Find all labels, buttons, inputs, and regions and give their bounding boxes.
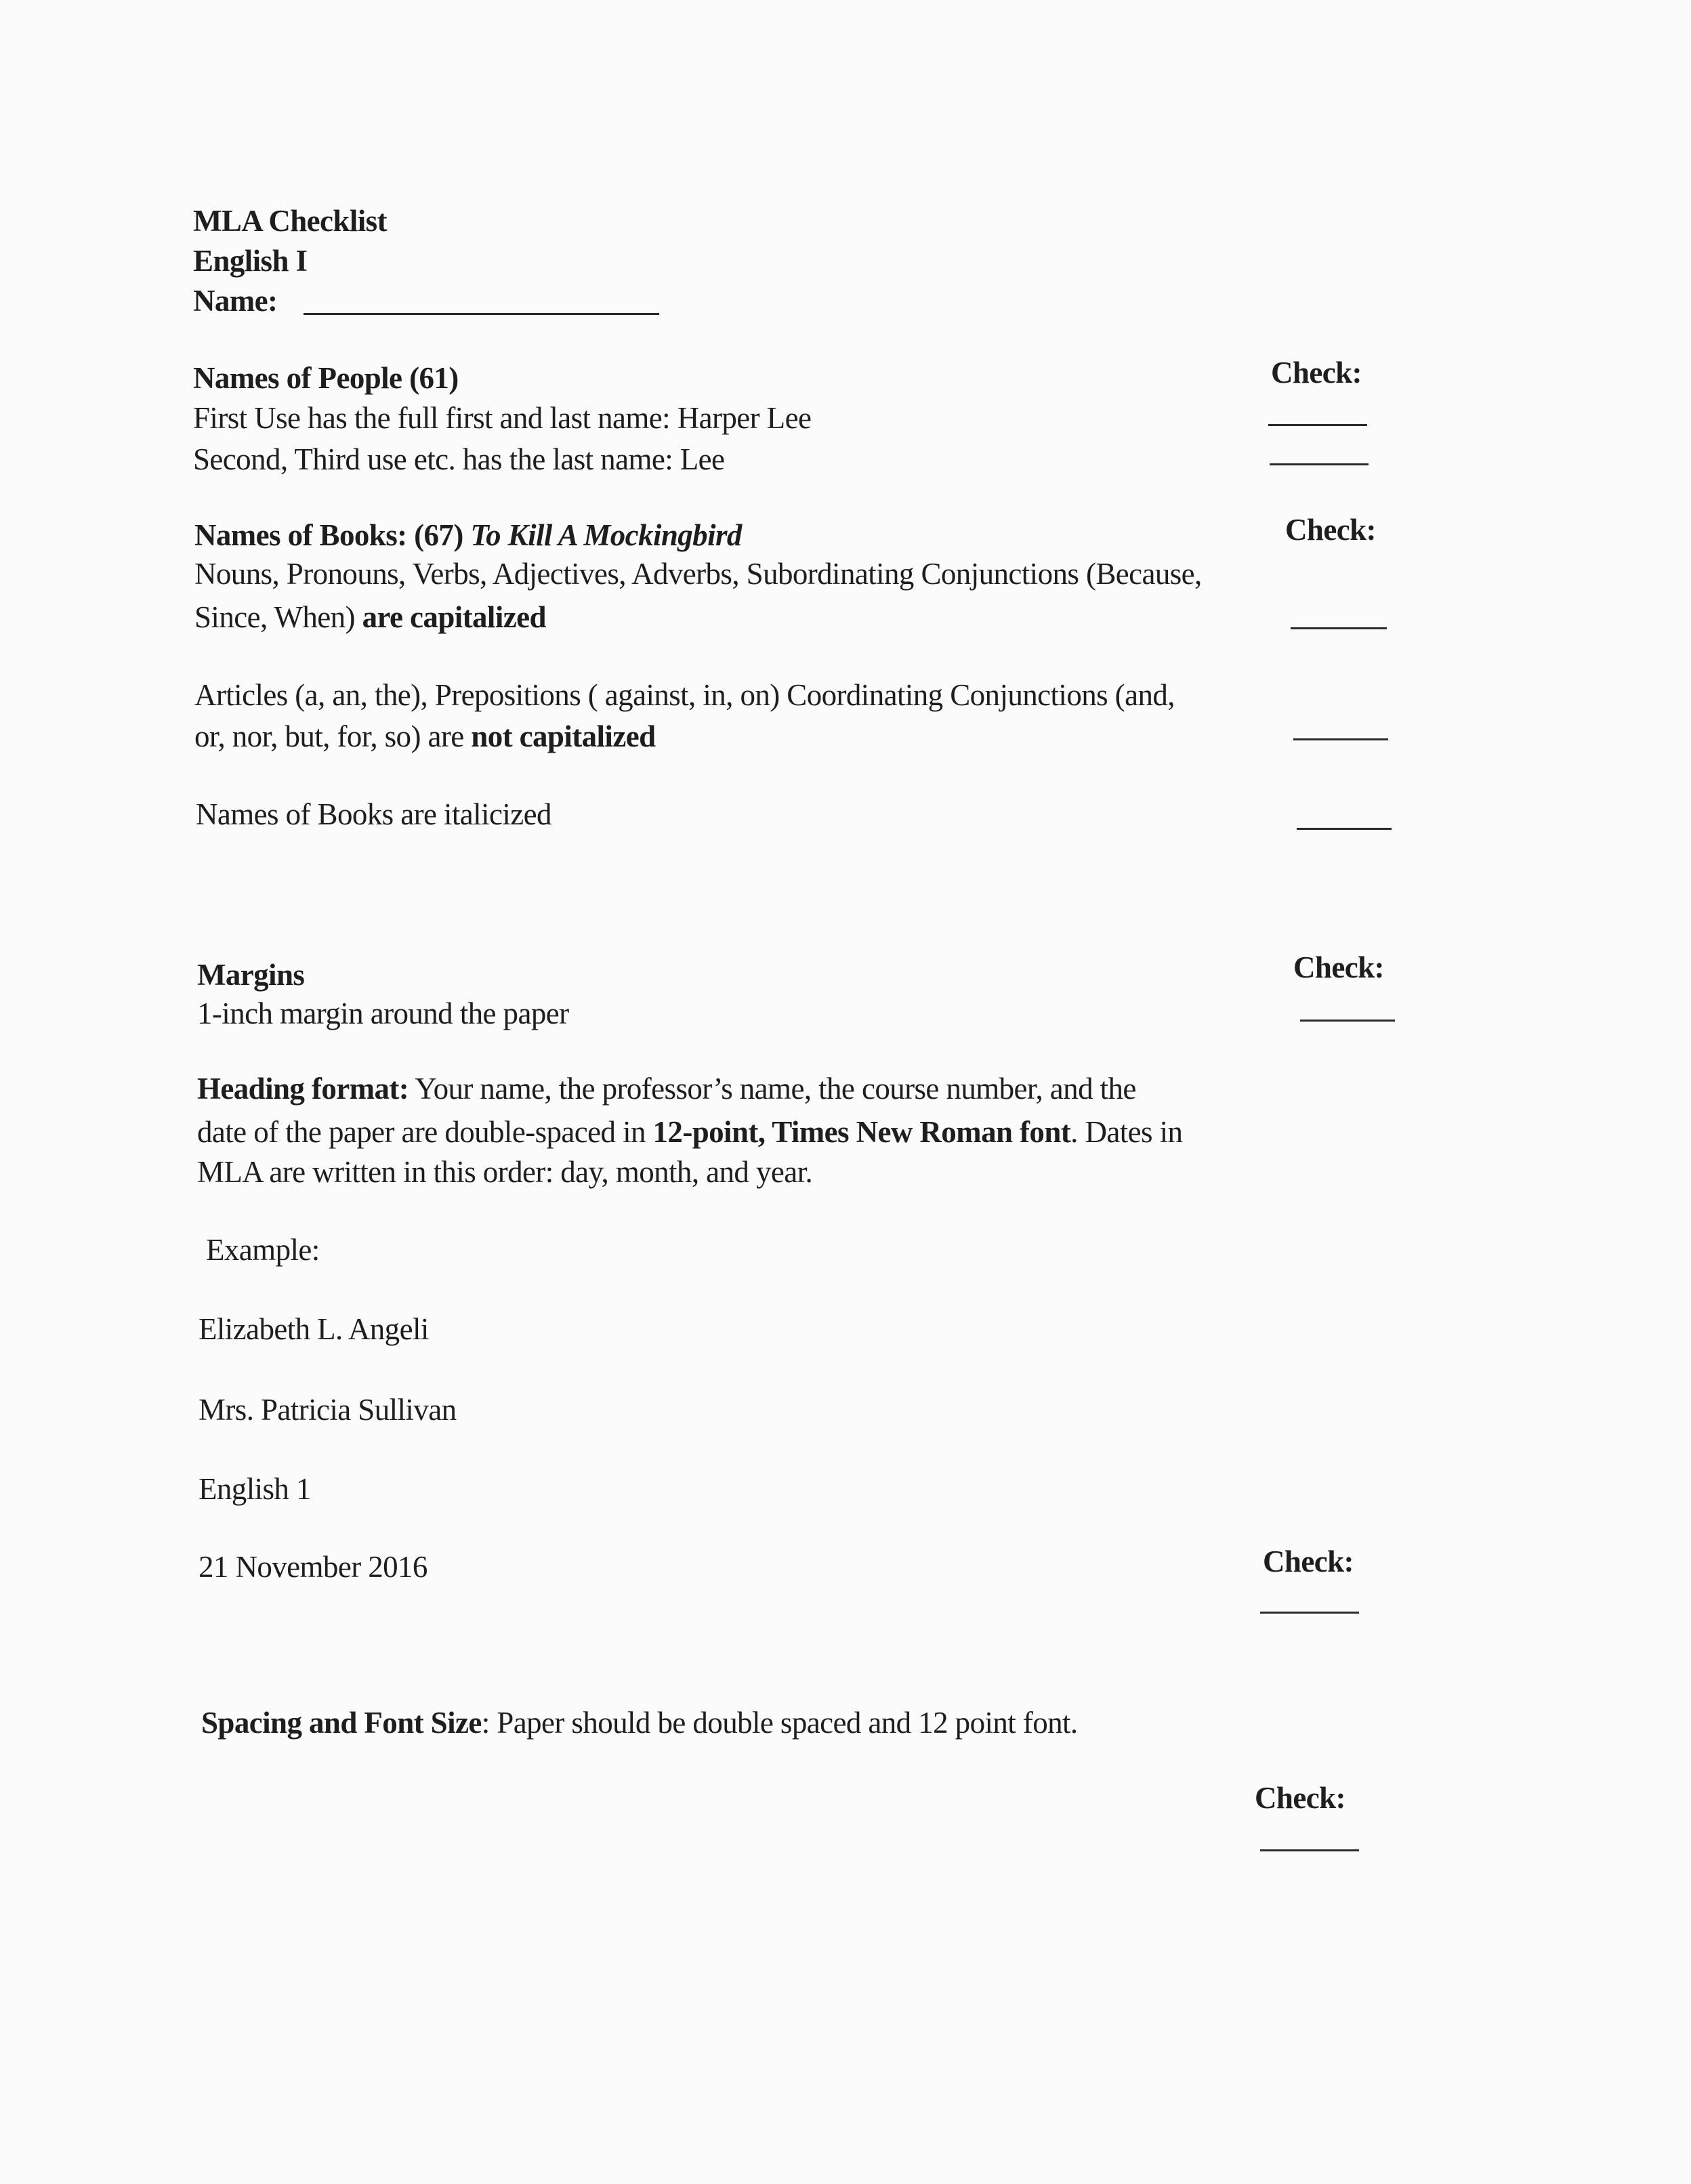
document-title: MLA Checklist: [193, 204, 388, 238]
check-blank-margins[interactable]: [1300, 1020, 1395, 1022]
name-blank-line[interactable]: [304, 313, 659, 315]
heading-format-bold: 12-point, Times New Roman font: [652, 1115, 1071, 1149]
people-check-label: Check:: [1271, 356, 1362, 390]
margins-rule: 1-inch margin around the paper: [197, 996, 569, 1030]
people-rule-2: Second, Third use etc. has the last name…: [193, 442, 725, 476]
people-rule-1: First Use has the full first and last na…: [193, 401, 812, 435]
book-title-example: To Kill A Mockingbird: [470, 518, 742, 552]
heading-format-line-1: Heading format: Your name, the professor…: [197, 1070, 1136, 1108]
italicized-rule: Names of Books are italicized: [196, 797, 552, 831]
check-blank-people-2[interactable]: [1270, 463, 1369, 465]
capitalized-rule-line-2: Since, When) are capitalized: [194, 598, 547, 636]
heading-format-text-2a: date of the paper are double-spaced in: [197, 1115, 646, 1149]
check-blank-capitalized[interactable]: [1291, 627, 1387, 629]
books-check-label: Check:: [1285, 513, 1376, 547]
course-label: English I: [193, 244, 308, 278]
check-blank-spacing[interactable]: [1260, 1849, 1359, 1851]
example-label: Example:: [206, 1233, 320, 1267]
people-heading: Names of People (61): [193, 361, 459, 395]
heading-format-text-2b: . Dates in: [1070, 1115, 1183, 1149]
check-blank-heading[interactable]: [1260, 1612, 1359, 1614]
spacing-label: Spacing and Font Size: [201, 1706, 482, 1740]
example-student-name: Elizabeth L. Angeli: [199, 1312, 429, 1346]
books-heading: Names of Books: (67): [194, 518, 463, 552]
capitalized-rule-bold: are capitalized: [362, 600, 547, 634]
example-course: English 1: [199, 1472, 311, 1506]
margins-check-label: Check:: [1293, 950, 1384, 984]
check-blank-people-1[interactable]: [1268, 424, 1367, 426]
heading-format-line-3: MLA are written in this order: day, mont…: [197, 1155, 813, 1189]
name-label: Name:: [193, 284, 278, 318]
check-blank-italicized[interactable]: [1297, 828, 1392, 830]
not-capitalized-rule-line-2: or, nor, but, for, so) are not capitaliz…: [194, 717, 656, 755]
capitalized-rule-line-1: Nouns, Pronouns, Verbs, Adjectives, Adve…: [194, 557, 1202, 591]
not-capitalized-rule-bold: not capitalized: [471, 719, 656, 753]
heading-check-label: Check:: [1263, 1545, 1354, 1578]
heading-format-label: Heading format:: [197, 1072, 409, 1106]
not-capitalized-rule-line-1: Articles (a, an, the), Prepositions ( ag…: [194, 678, 1175, 712]
example-date: 21 November 2016: [199, 1550, 427, 1584]
margins-heading: Margins: [197, 958, 305, 992]
books-heading-line: Names of Books: (67) To Kill A Mockingbi…: [194, 516, 742, 554]
example-professor-name: Mrs. Patricia Sullivan: [199, 1393, 457, 1427]
spacing-text: : Paper should be double spaced and 12 p…: [481, 1706, 1078, 1740]
spacing-rule: Spacing and Font Size: Paper should be d…: [201, 1704, 1078, 1742]
spacing-check-label: Check:: [1255, 1781, 1345, 1815]
heading-format-line-2: date of the paper are double-spaced in 1…: [197, 1113, 1183, 1151]
not-capitalized-rule-text: or, nor, but, for, so) are: [194, 719, 464, 753]
check-blank-not-capitalized[interactable]: [1293, 738, 1388, 740]
capitalized-rule-text: Since, When): [194, 600, 356, 634]
heading-format-text: Your name, the professor’s name, the cou…: [415, 1072, 1136, 1106]
